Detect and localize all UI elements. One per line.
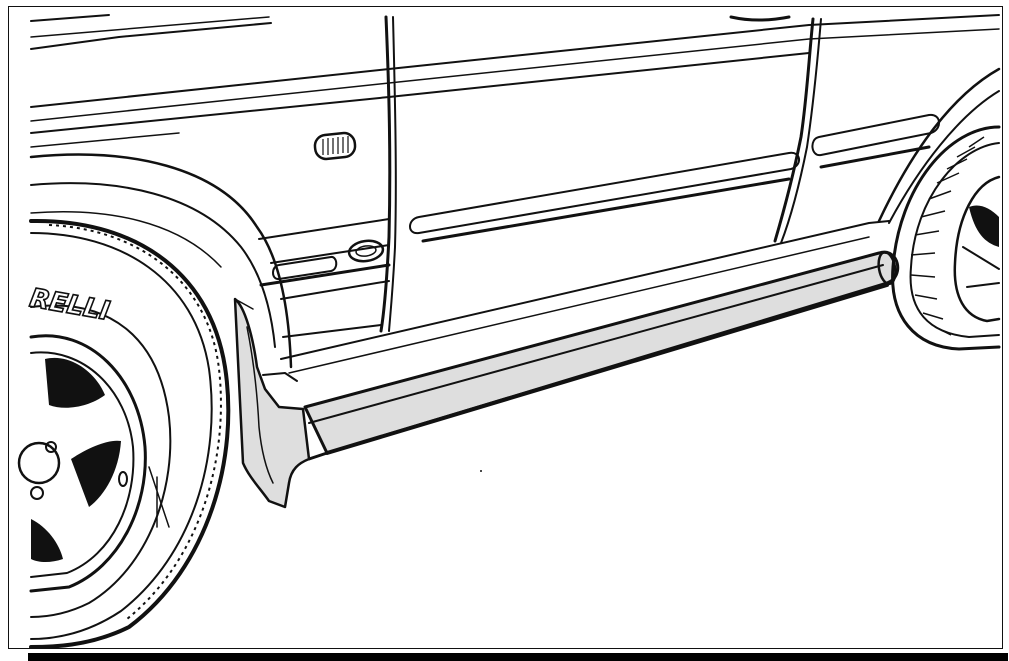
wheel-vent-top — [45, 357, 105, 408]
side-step-tube — [293, 250, 900, 461]
rear-wheel — [891, 125, 1001, 351]
mud-flap — [233, 297, 311, 509]
front-wheel-arch — [29, 153, 293, 369]
side-repeater-lamps — [313, 131, 385, 263]
vehicle-side-illustration: RELLI — [17, 14, 1001, 648]
front-wheel: RELLI — [17, 218, 231, 648]
wheel-vent-mid — [71, 440, 121, 507]
mud-flap-body — [233, 297, 311, 509]
side-repeater-lamp-upper — [313, 131, 357, 161]
illustration-frame: RELLI — [8, 6, 1003, 649]
page-bottom-rule — [28, 653, 1008, 661]
door-lines — [258, 15, 1001, 374]
wheel-nut — [45, 441, 57, 453]
side-mouldings — [259, 113, 940, 287]
tyre-brand-text: RELLI — [27, 283, 112, 327]
door-lock-barrel — [347, 239, 385, 263]
side-step-tube-body — [303, 250, 900, 455]
body-upper-lines — [30, 14, 1000, 148]
wheel-vent-low — [31, 519, 63, 562]
